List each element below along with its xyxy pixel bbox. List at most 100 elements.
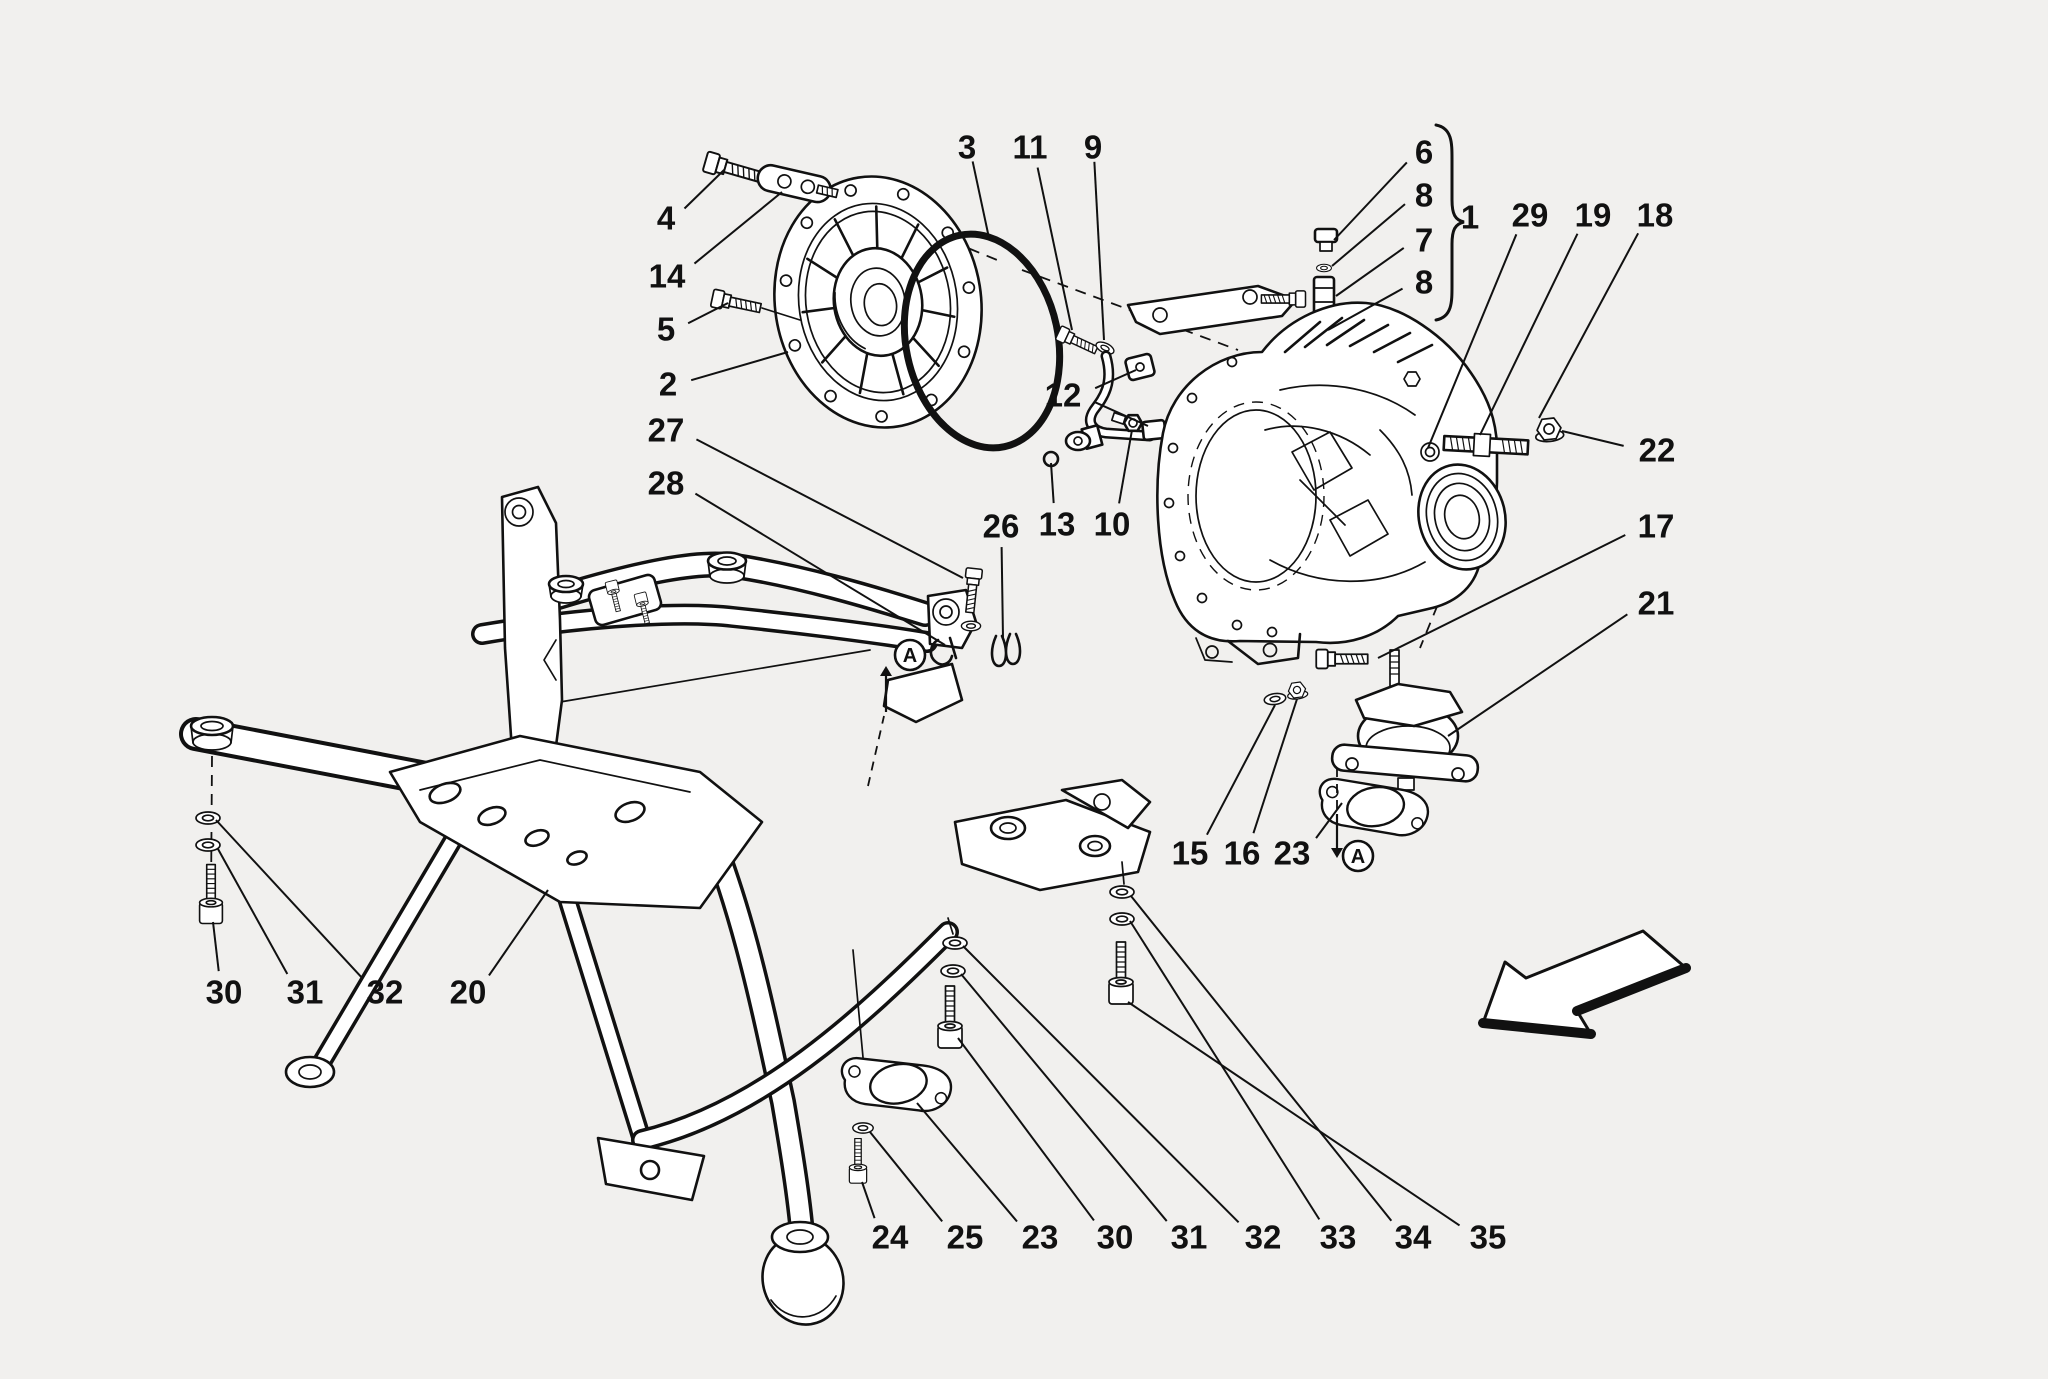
callout-8b-leader — [1327, 287, 1404, 331]
callout-13-label: 13 — [1039, 506, 1076, 543]
callout-29-leader — [1427, 233, 1518, 449]
view-marker-letter: A — [903, 645, 917, 667]
bolt-17 — [1315, 648, 1369, 670]
callout-33-label: 33 — [1320, 1219, 1357, 1256]
callout-27-label: 27 — [648, 412, 685, 449]
callout-22-label: 22 — [1639, 432, 1676, 469]
view-marker-dash — [867, 715, 885, 787]
callout-22-leader — [1561, 430, 1624, 447]
callout-5-label: 5 — [657, 311, 675, 348]
callout-30L-label: 30 — [206, 974, 243, 1011]
callout-24-leader — [861, 1181, 876, 1219]
callout-3-leader — [971, 161, 990, 239]
o-ring-seal-3 — [900, 230, 1064, 452]
callout-18-label: 18 — [1637, 197, 1674, 234]
callout-19-leader — [1479, 233, 1579, 436]
callout-12-leader — [1094, 369, 1137, 390]
differential-housing — [1156, 301, 1507, 666]
callout-31L-leader — [217, 848, 289, 975]
callout-23b-leader — [916, 1102, 1018, 1223]
callout-4-label: 4 — [657, 200, 676, 237]
breather-cap-6 — [1313, 227, 1339, 252]
callout-14-label: 14 — [649, 258, 686, 295]
callout-32b-label: 32 — [1245, 1219, 1282, 1256]
callout-31b-leader — [960, 973, 1168, 1222]
callout-11-label: 11 — [1013, 129, 1048, 166]
callout-31b-label: 31 — [1171, 1219, 1208, 1256]
view-markers: AA — [867, 638, 1375, 873]
callout-23a-label: 23 — [1274, 835, 1311, 872]
direction-arrow-thick-edge — [1478, 1018, 1596, 1039]
callout-27-leader — [695, 438, 964, 579]
bolt-24 — [848, 1137, 868, 1184]
brace-path — [1434, 123, 1465, 322]
callout-21-leader — [1447, 613, 1628, 737]
callout-7-leader — [1335, 247, 1405, 297]
group-brace — [1434, 123, 1465, 322]
subframe-fastener-stacks — [195, 755, 1135, 1184]
washer-25 — [852, 1122, 874, 1134]
callout-21-label: 21 — [1638, 585, 1675, 622]
callout-30L-leader — [212, 921, 220, 972]
stud-19 — [1442, 432, 1530, 458]
callout-20-leader — [488, 889, 549, 976]
callout-6-leader — [1333, 161, 1408, 241]
callout-31L-label: 31 — [287, 974, 324, 1011]
engine-mount-21 — [1330, 649, 1480, 791]
callout-10-label: 10 — [1094, 506, 1131, 543]
callout-17-leader — [1377, 534, 1626, 659]
callout-26-label: 26 — [983, 508, 1020, 545]
cover-fasteners — [701, 150, 839, 321]
view-marker-circle — [893, 638, 927, 672]
callout-32L-leader — [215, 819, 362, 978]
engine-mount-group — [1262, 648, 1480, 849]
callout-7-label: 7 — [1415, 222, 1433, 259]
callout-5-leader — [687, 302, 729, 325]
callout-6-label: 6 — [1415, 134, 1433, 171]
callout-26-leader — [1000, 547, 1004, 639]
bolt-5 — [709, 288, 763, 318]
callout-2-label: 2 — [659, 366, 677, 403]
callout-15-label: 15 — [1172, 835, 1209, 872]
callout-18-leader — [1538, 232, 1640, 419]
callout-20-label: 20 — [450, 974, 487, 1011]
washer-34 — [1109, 885, 1135, 899]
nut-22 — [1533, 416, 1566, 444]
view-marker-letter: A — [1351, 846, 1365, 868]
callout-14-leader — [693, 191, 783, 265]
callout-8a-leader — [1331, 203, 1406, 267]
callout-33-leader — [1129, 920, 1321, 1220]
callout-30b-label: 30 — [1097, 1219, 1134, 1256]
washer-8-upper — [1316, 263, 1332, 273]
callout-11-leader — [1036, 167, 1073, 331]
callout-8b-label: 8 — [1415, 264, 1433, 301]
callout-2-leader — [690, 351, 789, 382]
callout-30b-leader — [957, 1037, 1095, 1222]
callout-28-leader — [694, 492, 946, 646]
direction-arrow-thick-edge — [1572, 963, 1691, 1016]
pipe-clamp-12 — [1124, 352, 1156, 382]
view-marker-arrowhead — [1331, 848, 1343, 858]
bolt-10 — [1110, 411, 1144, 433]
callout-15-leader — [1206, 704, 1276, 836]
clip-group — [929, 566, 1022, 668]
view-marker-arrowhead — [880, 666, 892, 676]
callout-34-label: 34 — [1395, 1219, 1432, 1256]
callout-13-leader — [1050, 462, 1055, 504]
callout-23b-label: 23 — [1022, 1219, 1059, 1256]
callout-8a-label: 8 — [1415, 177, 1433, 214]
callout-12-leader — [1094, 401, 1149, 427]
bolt-30-left — [198, 863, 224, 925]
view-marker-circle — [1341, 839, 1375, 873]
differential-side-cover — [773, 175, 983, 429]
callout-16-leader — [1252, 698, 1298, 834]
nut-16 — [1285, 680, 1309, 701]
callout-25-label: 25 — [947, 1219, 984, 1256]
callout-9-leader — [1093, 161, 1105, 341]
retainer-strap-14 — [756, 163, 839, 204]
callout-23a-leader — [1315, 802, 1343, 839]
p-clip-28 — [929, 636, 958, 666]
callout-35-label: 35 — [1470, 1219, 1507, 1256]
